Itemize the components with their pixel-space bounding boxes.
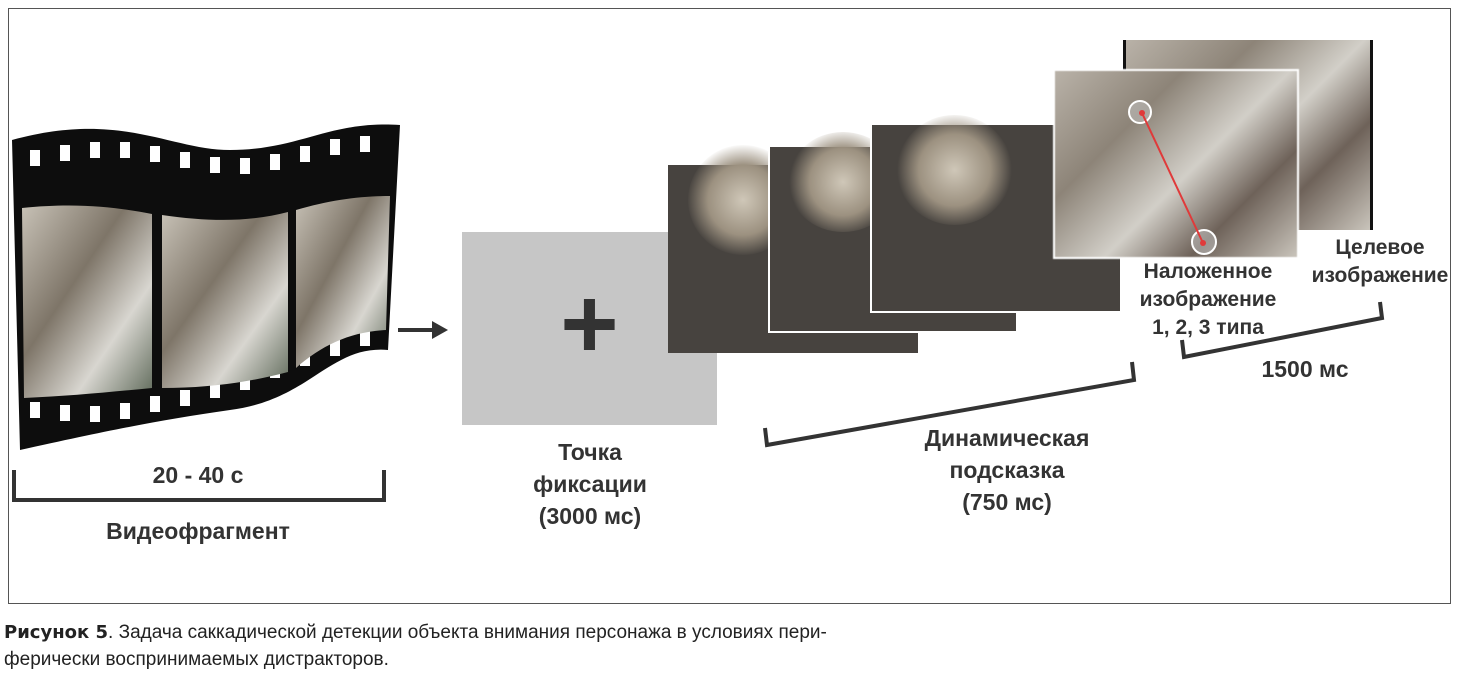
cue-label-line2: подсказка bbox=[949, 457, 1065, 483]
figure-caption: Рисунок 5. Задача саккадической детекции… bbox=[4, 619, 827, 673]
caption-text: . Задача саккадической детекции объекта … bbox=[108, 622, 827, 643]
arrow-head-icon bbox=[432, 321, 448, 339]
overlay-label-line1: Наложенное bbox=[1143, 260, 1273, 283]
film-frame-1 bbox=[22, 205, 152, 398]
film-frame-3 bbox=[296, 196, 390, 368]
fixation-label: Точка фиксации (3000 мс) bbox=[533, 436, 647, 532]
cue-bracket bbox=[763, 361, 1137, 448]
figure-frame bbox=[8, 8, 1451, 604]
overlay-label-line3: 1, 2, 3 типа bbox=[1152, 316, 1264, 339]
response-duration: 1500 мс bbox=[1261, 356, 1349, 382]
response-bracket bbox=[1180, 301, 1385, 360]
overlay-image bbox=[1053, 69, 1299, 259]
target-label: Целевое изображение bbox=[1312, 234, 1449, 290]
video-duration: 20 - 40 с bbox=[152, 462, 244, 488]
overlay-label-line2: изображение bbox=[1139, 288, 1277, 311]
caption-label: Рисунок 5 bbox=[4, 622, 109, 643]
saccade-path bbox=[1128, 100, 1217, 255]
caption-text-2: ферически воспринимаемых дистракторов. bbox=[4, 649, 389, 670]
target-label-line1: Целевое bbox=[1335, 236, 1425, 259]
film-strip bbox=[12, 124, 1385, 502]
video-label: Видеофрагмент bbox=[106, 518, 290, 544]
fixation-label-line3: (3000 мс) bbox=[538, 503, 642, 529]
target-label-line2: изображение bbox=[1311, 264, 1449, 287]
cue-label-line3: (750 мс) bbox=[962, 489, 1052, 515]
fixation-label-line1: Точка bbox=[558, 439, 622, 465]
fixation-cross-icon: + bbox=[560, 268, 619, 380]
overlay-label: Наложенное изображение 1, 2, 3 типа bbox=[1140, 258, 1277, 342]
cue-label-line1: Динамическая bbox=[924, 425, 1090, 451]
cue-label: Динамическая подсказка (750 мс) bbox=[925, 422, 1090, 518]
film-frame-2 bbox=[162, 212, 288, 388]
video-bracket bbox=[12, 470, 386, 502]
fixation-label-line2: фиксации bbox=[533, 471, 647, 497]
